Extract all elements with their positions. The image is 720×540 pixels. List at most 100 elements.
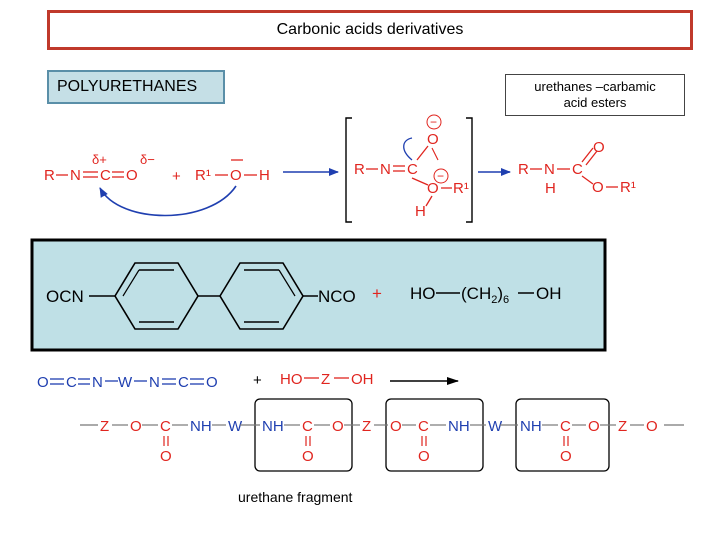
chain-atom: C xyxy=(418,418,429,435)
diol-mult: 6 xyxy=(503,294,509,306)
ocn-label: OCN xyxy=(46,287,84,306)
monomer-panel: OCN NCO + HO (CH2)6 OH xyxy=(30,238,607,352)
chain-atom: Z xyxy=(100,418,109,435)
mech-r: R xyxy=(44,167,55,184)
int-r: R xyxy=(354,161,365,178)
prod-o-top: O xyxy=(593,139,605,156)
prod-h: H xyxy=(545,180,556,197)
chain-atom: W xyxy=(488,418,503,435)
mechanism-row: R N C O δ+ δ− + R¹ O H R N C O xyxy=(44,114,636,223)
chain-atom: O xyxy=(390,418,402,435)
int-r1: R¹ xyxy=(453,180,469,197)
carbonyl-o-4: O xyxy=(560,448,572,465)
gen-c2: C xyxy=(178,374,189,391)
charge-1: − xyxy=(430,115,437,129)
chain-atom: W xyxy=(228,418,243,435)
gen-z: Z xyxy=(321,371,330,388)
charge-2: − xyxy=(437,169,444,183)
carbonyl-o-3: O xyxy=(418,448,430,465)
mech-n: N xyxy=(70,167,81,184)
gen-o2: O xyxy=(206,374,218,391)
chain-atom: O xyxy=(130,418,142,435)
urethane-fragment-box-3 xyxy=(515,398,610,472)
urethane-fragment-box-1 xyxy=(254,398,353,472)
prod-r1: R¹ xyxy=(620,179,636,196)
diol-oh: OH xyxy=(536,284,562,303)
prod-n: N xyxy=(544,161,555,178)
alcohol-r1: R¹ xyxy=(195,167,211,184)
prod-o: O xyxy=(592,179,604,196)
carbonyl-o-1: O xyxy=(160,448,172,465)
monomer-plus: + xyxy=(372,284,382,303)
mech-o: O xyxy=(126,167,138,184)
int-bond-co xyxy=(416,145,429,161)
gen-ho: HO xyxy=(280,371,303,388)
monomer-panel-box xyxy=(30,238,607,352)
mech-plus: + xyxy=(172,168,181,185)
general-reaction-row: O C N W N C O + HO Z OH xyxy=(37,371,459,391)
prod-bond-3 xyxy=(581,175,594,185)
title-box: Carbonic acids derivatives xyxy=(47,10,693,50)
chain-atom: O xyxy=(646,418,658,435)
delta-minus: δ− xyxy=(140,152,155,167)
int-electron-arrow xyxy=(403,137,413,161)
diol-chain: (CH2)6 xyxy=(461,284,509,306)
prod-dbl-b xyxy=(585,150,598,166)
carbonyl-groups: O O O O xyxy=(160,436,572,465)
diol-close: ) xyxy=(497,284,503,303)
prod-c: C xyxy=(572,161,583,178)
bracket-left xyxy=(345,117,352,223)
int-h: H xyxy=(415,203,426,220)
gen-plus: + xyxy=(253,372,262,389)
diol-chain-open: (CH xyxy=(461,284,491,303)
chain-atom: NH xyxy=(520,418,542,435)
urethane-definition-box: urethanes –carbamic acid esters xyxy=(505,74,685,116)
int-o-top: O xyxy=(427,131,439,148)
int-n: N xyxy=(380,161,391,178)
section-label-box: POLYURETHANES xyxy=(47,70,225,104)
bracket-right xyxy=(466,117,473,223)
diol-ho: HO xyxy=(410,284,436,303)
definition-line-1: urethanes –carbamic xyxy=(534,79,656,94)
diol-sub: 2 xyxy=(491,294,497,306)
chain-atom: NH xyxy=(262,418,284,435)
prod-dbl-a xyxy=(581,147,594,163)
prod-r: R xyxy=(518,161,529,178)
carbonyl-o-2: O xyxy=(302,448,314,465)
chain-atom: NH xyxy=(190,418,212,435)
int-bond-co2 xyxy=(411,177,429,186)
page-title: Carbonic acids derivatives xyxy=(276,21,464,38)
section-label: POLYURETHANES xyxy=(57,78,198,95)
chain-atom: C xyxy=(160,418,171,435)
int-c: C xyxy=(407,161,418,178)
int-o-bottom: O xyxy=(427,180,439,197)
urethane-fragment-label: urethane fragment xyxy=(238,489,353,505)
chain-atom: C xyxy=(560,418,571,435)
chain-atom: Z xyxy=(362,418,371,435)
int-pair-1 xyxy=(431,147,439,161)
chain-atom: C xyxy=(302,418,313,435)
alcohol-o: O xyxy=(230,167,242,184)
gen-n1: N xyxy=(92,374,103,391)
chain-atom: Z xyxy=(618,418,627,435)
urethane-fragment-box-2 xyxy=(385,398,484,472)
mech-c: C xyxy=(100,167,111,184)
int-bond-oh xyxy=(425,195,433,207)
charge-circle-1 xyxy=(426,114,442,130)
chain-atom: O xyxy=(588,418,600,435)
gen-c1: C xyxy=(66,374,77,391)
charge-circle-2 xyxy=(433,168,449,184)
gen-oh: OH xyxy=(351,371,374,388)
definition-line-2: acid esters xyxy=(563,95,627,110)
nco-label: NCO xyxy=(318,287,356,306)
gen-o1: O xyxy=(37,374,49,391)
chain-atom: O xyxy=(332,418,344,435)
gen-n2: N xyxy=(149,374,160,391)
chain-atom: NH xyxy=(448,418,470,435)
ring2-double-c xyxy=(278,269,296,297)
ring1-double-c xyxy=(122,269,140,297)
attack-arrow xyxy=(99,185,237,217)
